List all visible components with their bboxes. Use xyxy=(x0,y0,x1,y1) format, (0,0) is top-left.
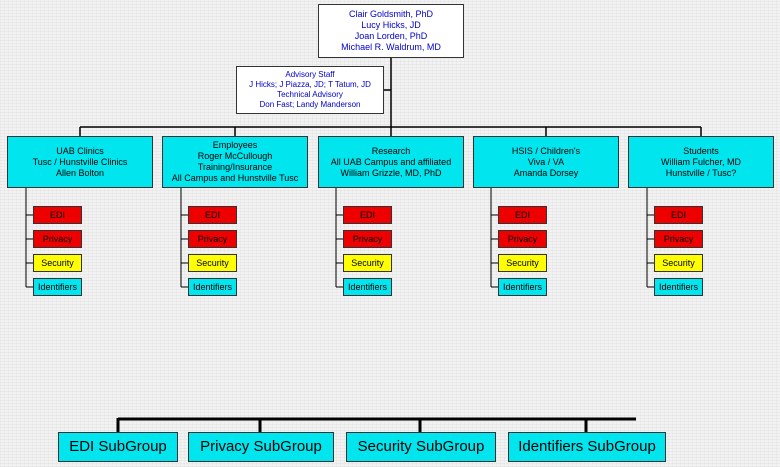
chip-privacy: Privacy xyxy=(188,230,237,248)
chip-identifiers: Identifiers xyxy=(654,278,703,296)
subgroup-privacy: Privacy SubGroup xyxy=(188,432,334,462)
chip-security: Security xyxy=(498,254,547,272)
chip-security: Security xyxy=(33,254,82,272)
chip-identifiers: Identifiers xyxy=(498,278,547,296)
leadership-line: Lucy Hicks, JD xyxy=(361,20,421,30)
column-box-employees: Employees Roger McCullough Training/Insu… xyxy=(162,136,308,188)
subgroup-identifiers: Identifiers SubGroup xyxy=(508,432,666,462)
column-line: Employees xyxy=(212,140,258,150)
chip-privacy: Privacy xyxy=(343,230,392,248)
column-box-students: Students William Fulcher, MD Hunstville … xyxy=(628,136,774,188)
advisory-line: Advisory Staff xyxy=(285,70,335,79)
chip-edi: EDI xyxy=(498,206,547,224)
column-line: William Fulcher, MD xyxy=(660,156,741,167)
advisory-line: Technical Advisory xyxy=(277,90,343,99)
chip-identifiers: Identifiers xyxy=(33,278,82,296)
chip-identifiers: Identifiers xyxy=(188,278,237,296)
column-line: William Grizzle, MD, PhD xyxy=(340,167,442,178)
column-line: Viva / VA xyxy=(527,156,565,167)
chip-privacy: Privacy xyxy=(654,230,703,248)
column-line: Research xyxy=(371,145,411,156)
column-line: Amanda Dorsey xyxy=(513,167,579,178)
column-line: UAB Clinics xyxy=(56,145,104,156)
leadership-box: Clair Goldsmith, PhD Lucy Hicks, JD Joan… xyxy=(318,4,464,58)
subgroup-edi: EDI SubGroup xyxy=(58,432,178,462)
column-line: Roger McCullough xyxy=(197,151,273,161)
advisory-line: Don Fast; Landy Manderson xyxy=(259,100,361,109)
column-box-hsis: HSIS / Children's Viva / VA Amanda Dorse… xyxy=(473,136,619,188)
column-line: Training/Insurance xyxy=(197,162,273,172)
chip-security: Security xyxy=(343,254,392,272)
leadership-line: Clair Goldsmith, PhD xyxy=(348,9,434,19)
chip-edi: EDI xyxy=(188,206,237,224)
subgroup-security: Security SubGroup xyxy=(346,432,496,462)
column-line: Tusc / Hunstville Clinics xyxy=(32,156,128,167)
chip-privacy: Privacy xyxy=(498,230,547,248)
chip-identifiers: Identifiers xyxy=(343,278,392,296)
leadership-line: Joan Lorden, PhD xyxy=(354,31,428,41)
column-line: HSIS / Children's xyxy=(511,145,581,156)
advisory-line: J Hicks; J Piazza, JD; T Tatum, JD xyxy=(249,80,371,89)
column-line: All UAB Campus and affiliated xyxy=(330,156,452,167)
column-line: Students xyxy=(683,145,719,156)
column-box-uab-clinics: UAB Clinics Tusc / Hunstville Clinics Al… xyxy=(7,136,153,188)
column-line: All Campus and Hunstville Tusc xyxy=(171,173,299,183)
chip-security: Security xyxy=(654,254,703,272)
chip-edi: EDI xyxy=(343,206,392,224)
column-line: Hunstville / Tusc? xyxy=(665,167,737,178)
column-box-research: Research All UAB Campus and affiliated W… xyxy=(318,136,464,188)
chip-security: Security xyxy=(188,254,237,272)
chip-edi: EDI xyxy=(654,206,703,224)
chip-privacy: Privacy xyxy=(33,230,82,248)
advisory-box: Advisory Staff J Hicks; J Piazza, JD; T … xyxy=(236,66,384,114)
leadership-line: Michael R. Waldrum, MD xyxy=(341,42,441,52)
chip-edi: EDI xyxy=(33,206,82,224)
column-line: Allen Bolton xyxy=(55,167,105,178)
